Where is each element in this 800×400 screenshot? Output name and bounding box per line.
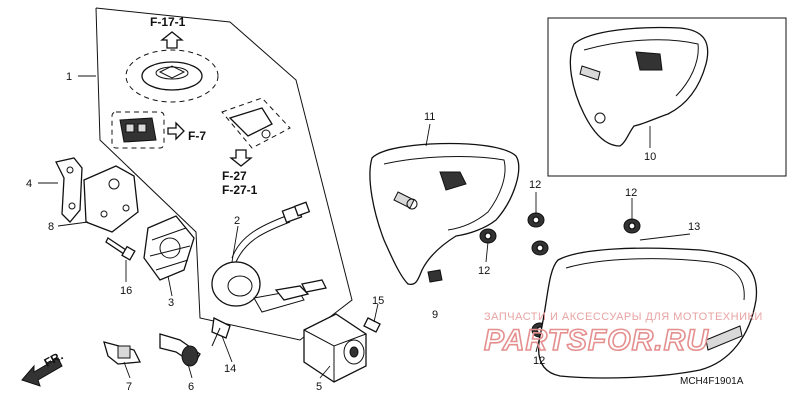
callout-12-c: 12 bbox=[533, 355, 545, 367]
callout-12-a: 12 bbox=[529, 179, 541, 191]
callout-11: 11 bbox=[424, 111, 435, 123]
front-direction-arrow-icon bbox=[21, 357, 63, 387]
part-4-bracket bbox=[55, 157, 83, 223]
callout-12-b: 12 bbox=[478, 265, 490, 277]
part-12-grommet-d bbox=[623, 218, 641, 234]
callout-10: 10 bbox=[644, 151, 656, 163]
part-2-ignition-switch bbox=[211, 201, 327, 313]
bracket-inset bbox=[221, 97, 291, 149]
callout-12-d: 12 bbox=[625, 187, 637, 199]
callout-2: 2 bbox=[234, 215, 240, 227]
callout-14: 14 bbox=[224, 363, 236, 375]
part-7-key-blank bbox=[103, 341, 142, 365]
callout-6: 6 bbox=[188, 381, 194, 393]
cap-inset bbox=[125, 49, 219, 103]
part-12-grommet-a bbox=[527, 212, 545, 228]
part-6-key bbox=[159, 333, 201, 367]
callout-3: 3 bbox=[168, 297, 174, 309]
callout-4: 4 bbox=[26, 178, 32, 190]
part-12-grommet-b bbox=[479, 228, 497, 244]
part-14-screw bbox=[211, 317, 231, 347]
part-10-side-cover bbox=[569, 26, 709, 147]
leader-lines bbox=[38, 75, 691, 379]
arrow-up-icon bbox=[160, 31, 184, 49]
assembly-1-outline bbox=[95, 7, 353, 341]
part-5-lock-body bbox=[303, 313, 367, 383]
callout-5: 5 bbox=[316, 381, 322, 393]
callout-8: 8 bbox=[48, 221, 54, 233]
callout-16: 16 bbox=[120, 285, 132, 297]
part-11-side-cover bbox=[369, 142, 520, 286]
connector-inset bbox=[111, 111, 165, 149]
part-3-cylinder bbox=[143, 215, 195, 281]
arrow-down-icon bbox=[229, 149, 253, 167]
ref-code-f17-1: F-17-1 bbox=[150, 15, 186, 29]
part-15-bolt bbox=[363, 317, 381, 333]
callout-15: 15 bbox=[372, 295, 384, 307]
ref-code-f27-1: F-27-1 bbox=[222, 183, 258, 197]
arrow-right-icon bbox=[167, 121, 185, 141]
ref-code-f7: F-7 bbox=[188, 129, 206, 143]
part-16-bolt bbox=[105, 237, 136, 261]
callout-7: 7 bbox=[126, 381, 132, 393]
callout-1: 1 bbox=[66, 71, 72, 83]
inset-box bbox=[547, 17, 787, 177]
part-12-grommet-c bbox=[531, 240, 549, 256]
callout-9: 9 bbox=[432, 309, 438, 321]
watermark-tagline: ЗАПЧАСТИ И АКСЕССУАРЫ ДЛЯ МОТОТЕХНИКИ bbox=[484, 311, 763, 323]
callout-13: 13 bbox=[688, 221, 700, 233]
watermark-brand: PARTSFOR.RU bbox=[484, 324, 709, 357]
part-8-plate bbox=[83, 165, 139, 233]
diagram-code: MCH4F1901A bbox=[680, 376, 744, 387]
ref-code-f27: F-27 bbox=[222, 169, 247, 183]
part-11-clip bbox=[427, 269, 443, 283]
